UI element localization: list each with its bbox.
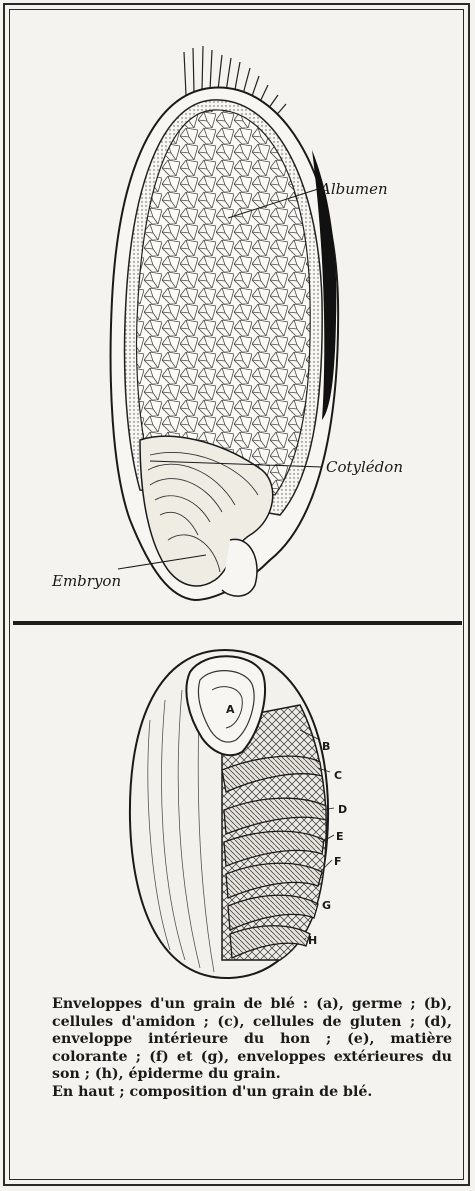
- label-d: D: [338, 803, 347, 816]
- label-g: G: [322, 899, 331, 912]
- caption-paragraph-2: En haut ; composition d'un grain de blé.: [52, 1084, 452, 1102]
- label-f: F: [334, 855, 342, 868]
- label-c: C: [334, 769, 342, 782]
- grain-envelopes-illustration: [0, 0, 475, 1000]
- figure-caption: Enveloppes d'un grain de blé : (a), germ…: [52, 996, 452, 1101]
- label-b: B: [322, 740, 330, 753]
- label-a: A: [226, 703, 235, 716]
- caption-paragraph-1: Enveloppes d'un grain de blé : (a), germ…: [52, 996, 452, 1084]
- label-e: E: [336, 830, 344, 843]
- label-h: H: [308, 934, 317, 947]
